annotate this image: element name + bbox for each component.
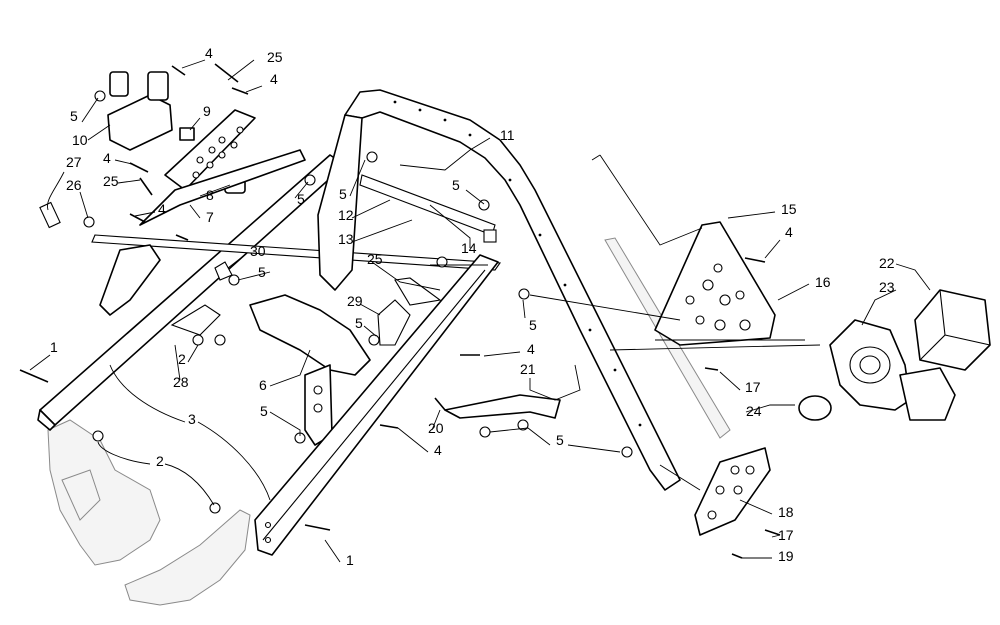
callout-c9: 26: [66, 177, 82, 193]
callout-c1: 4: [205, 45, 213, 61]
callout-c39: 24: [746, 403, 762, 419]
callout-c47: 17: [778, 527, 794, 543]
callout-c11: 8: [206, 187, 214, 203]
callout-c28: 23: [879, 279, 895, 295]
part-cross-tube: [37, 154, 502, 431]
part-strap-21: [444, 394, 561, 419]
part-lower-rail: [254, 254, 499, 556]
callout-c24: 5: [258, 264, 266, 280]
callout-c45: 2: [156, 453, 164, 469]
callout-c23: 30: [250, 243, 266, 259]
callout-c29: 29: [347, 293, 363, 309]
part-pump-housing: [829, 319, 956, 421]
callout-c32: 1: [50, 339, 58, 355]
part-bracket-29: [377, 299, 411, 346]
callout-c26: 16: [815, 274, 831, 290]
callout-c12: 4: [158, 201, 166, 217]
part-roll-bar: [344, 89, 681, 491]
callout-c31: 5: [529, 317, 537, 333]
callout-c16: 5: [339, 186, 347, 202]
part-bracket-28: [170, 304, 221, 336]
callout-c18: 12: [338, 207, 354, 223]
fasteners: [39, 90, 633, 514]
part-triangle-plate: [654, 221, 776, 346]
callout-c4: 5: [70, 108, 78, 124]
callout-c48: 1: [346, 552, 354, 568]
leader-lines: [29, 59, 931, 563]
callout-c38: 17: [745, 379, 761, 395]
part-module-box: [914, 289, 991, 371]
callout-c20: 14: [461, 240, 477, 256]
callout-c19: 13: [338, 231, 354, 247]
callout-c7: 27: [66, 154, 82, 170]
part-bracket-25: [394, 277, 442, 306]
bolts: [19, 63, 781, 559]
callout-c10: 25: [103, 173, 119, 189]
callout-c14: 5: [297, 191, 305, 207]
part-roll-bar-leg: [317, 114, 363, 291]
callout-c6: 10: [72, 132, 88, 148]
callout-c5: 9: [203, 103, 211, 119]
part-mounting-plate: [164, 109, 256, 191]
callout-c37: 28: [173, 374, 189, 390]
callout-c3: 4: [270, 71, 278, 87]
callout-c27: 22: [879, 255, 895, 271]
callout-c25: 25: [367, 251, 383, 267]
callout-c33: 2: [178, 351, 186, 367]
callout-c41: 3: [188, 411, 196, 427]
callout-c22: 4: [785, 224, 793, 240]
part-ring-clamp: [798, 395, 832, 421]
callout-c44: 4: [434, 442, 442, 458]
part-lower-plate: [694, 447, 771, 536]
callout-c17: 5: [452, 177, 460, 193]
callout-c46: 18: [778, 504, 794, 520]
part-control-box: [107, 71, 173, 151]
callout-c42: 20: [428, 420, 444, 436]
callout-c2: 25: [267, 49, 283, 65]
callout-c43: 5: [556, 432, 564, 448]
callout-c15: 11: [500, 127, 515, 143]
callout-c49: 19: [778, 548, 794, 564]
callout-c36: 6: [259, 377, 267, 393]
callout-c35: 21: [520, 361, 536, 377]
lower-frame-outline: [47, 419, 251, 606]
callout-c13: 7: [206, 209, 214, 225]
part-grommet: [179, 127, 195, 141]
callout-c40: 5: [260, 403, 268, 419]
callout-c21: 15: [781, 201, 797, 217]
callout-c8: 4: [103, 150, 111, 166]
part-left-bracket: [99, 244, 161, 316]
callout-c34: 4: [527, 341, 535, 357]
part-center-cover: [249, 294, 371, 376]
part-clip-14: [483, 229, 497, 243]
callout-c30: 5: [355, 315, 363, 331]
